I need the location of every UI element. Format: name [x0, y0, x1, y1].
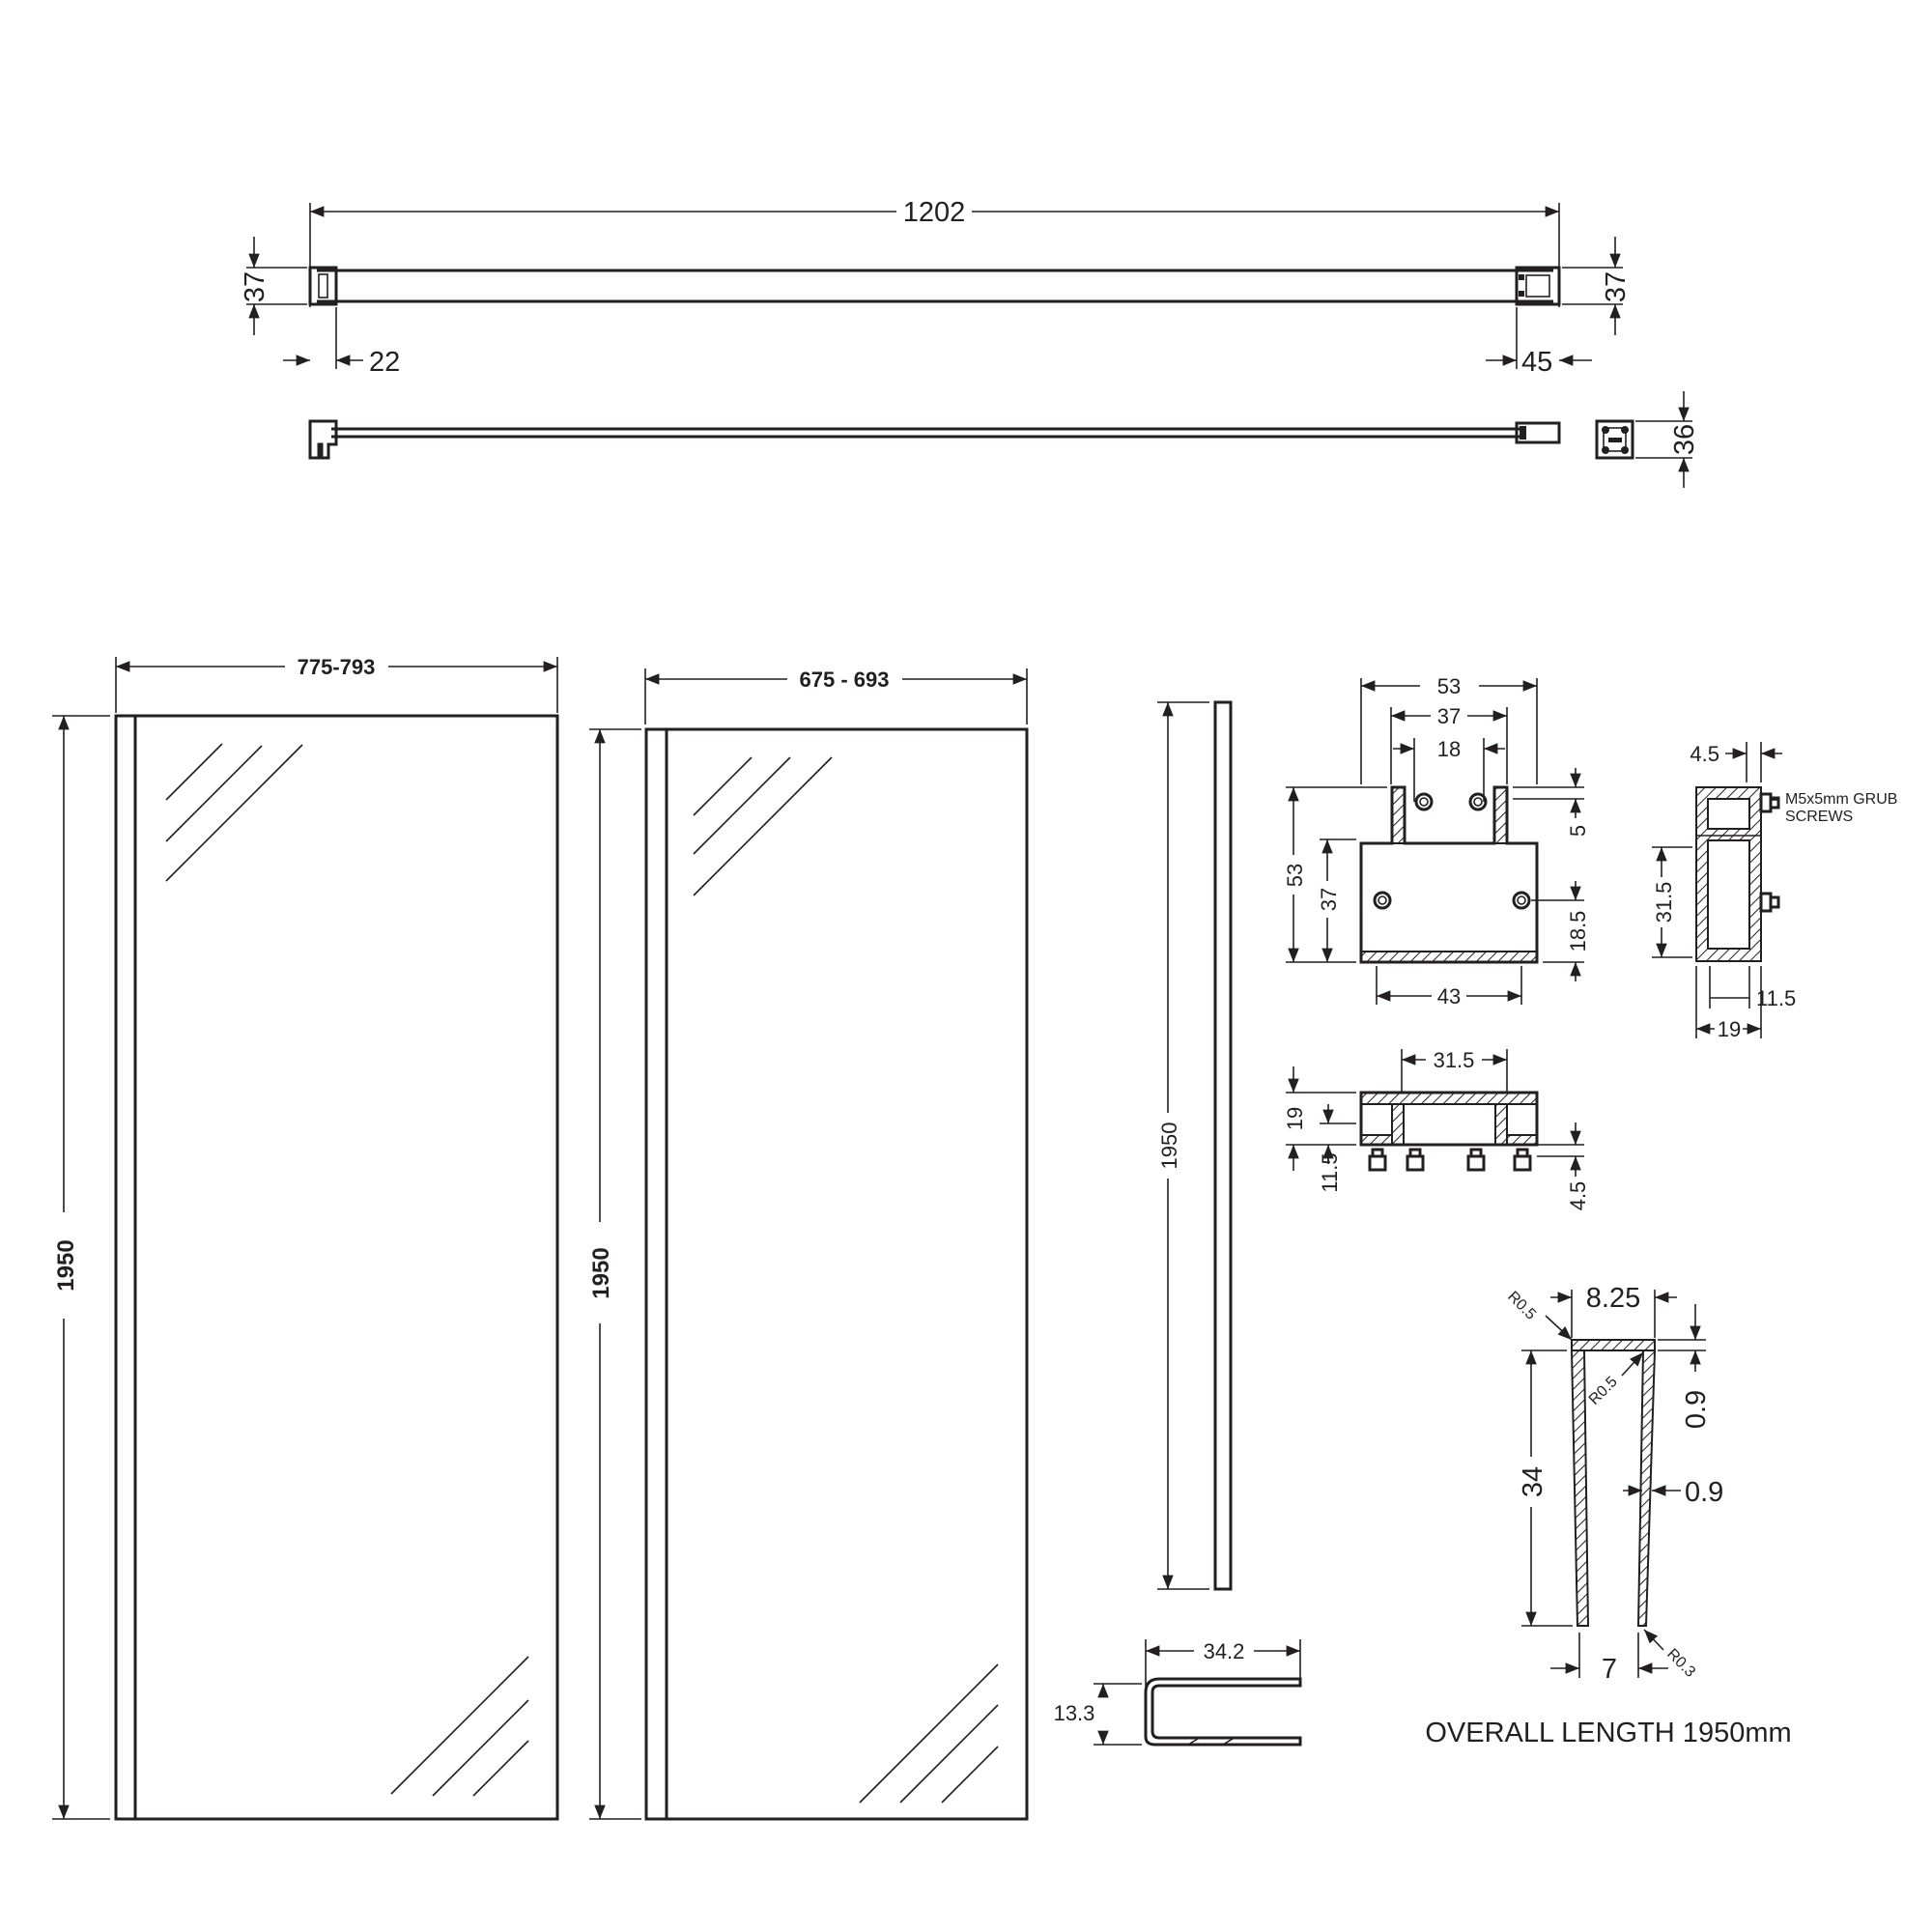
bracket-bottom-width-label: 31.5: [1434, 1048, 1475, 1072]
bracket-height-53-label: 53: [1283, 864, 1307, 887]
channel-radius-top-left-label: R0.5: [1504, 1289, 1539, 1323]
grub-screw-note-line1: M5x5mm GRUB: [1785, 791, 1897, 808]
rail-side-height-label: 36: [1669, 424, 1700, 455]
grub-screw-note-line2: SCREWS: [1785, 809, 1853, 825]
bracket-width-left-label: 22: [369, 347, 400, 378]
glass-panel-small: 675 - 693 1950: [588, 668, 1029, 1821]
panel-small-height-label: 1950: [588, 1247, 614, 1298]
bracket-width-53-label: 53: [1437, 674, 1461, 698]
bracket-top-wall-label: 5: [1566, 825, 1590, 837]
bracket-side-inner-label: 11.5: [1756, 986, 1796, 1010]
channel-profile-section: 8.25 R0.5 R0.5 0.9 34 0.9 7 R0.3: [1504, 1283, 1723, 1685]
grub-screw-icon: [1368, 1148, 1532, 1172]
channel-bottom-width-label: 7: [1602, 1654, 1617, 1685]
overall-length-note: OVERALL LENGTH 1950mm: [1425, 1718, 1791, 1748]
bracket-bottom-height-11-5-label: 11.5: [1318, 1152, 1342, 1192]
rail-end-bracket-left: [308, 266, 338, 306]
wall-profile-elevation: 1950: [1157, 700, 1233, 1591]
top-rail-side-view: 36: [308, 391, 1700, 488]
bracket-side-height-label: 31.5: [1652, 882, 1676, 923]
grub-screw-icon: [1759, 792, 1780, 813]
wall-profile-depth-label: 13.3: [1054, 1701, 1095, 1725]
channel-top-thickness-label: 0.9: [1681, 1390, 1712, 1429]
bracket-width-right-label: 45: [1521, 347, 1552, 378]
rail-height-left-label: 37: [240, 271, 270, 302]
bracket-end-view: [1595, 419, 1634, 460]
bracket-width-37-label: 37: [1437, 704, 1461, 728]
channel-radius-inner-label: R0.5: [1586, 1374, 1621, 1408]
panel-large-height-label: 1950: [53, 1239, 79, 1291]
grub-screw-icon: [1759, 892, 1780, 913]
bracket-bottom-view: 31.5 19 11.5 4.5: [1283, 1048, 1590, 1210]
bracket-hole-spacing-label: 18: [1437, 737, 1461, 761]
panel-large-width-label: 775-793: [298, 655, 376, 679]
channel-wall-thickness-label: 0.9: [1685, 1477, 1723, 1508]
channel-top-width-label: 8.25: [1586, 1283, 1640, 1314]
wall-profile-height-label: 1950: [1157, 1122, 1181, 1170]
glass-panel-large: 775-793 1950: [52, 655, 559, 1821]
wall-profile-width-label: 34.2: [1204, 1639, 1245, 1663]
bracket-side-width-label: 19: [1718, 1017, 1741, 1041]
rail-length-label: 1202: [903, 197, 966, 228]
bracket-front-view: 53 37 18 53 37: [1283, 674, 1590, 1009]
bracket-lower-hole-label: 18.5: [1566, 911, 1590, 952]
bracket-height-37-label: 37: [1317, 888, 1341, 911]
top-rail-plan-view: 1202 37 37 22 45: [240, 197, 1632, 378]
bracket-side-view: 4.5 M5x5mm GRUB SCREWS 31.5 11.5 19: [1652, 742, 1897, 1041]
bracket-bottom-screw-label: 4.5: [1566, 1181, 1590, 1211]
bracket-base-width-label: 43: [1437, 984, 1461, 1009]
bracket-bottom-height-19-label: 19: [1283, 1107, 1307, 1130]
wall-profile-section: 34.2 13.3: [1054, 1639, 1302, 1747]
channel-radius-bottom-label: R0.3: [1663, 1646, 1698, 1681]
panel-small-width-label: 675 - 693: [800, 668, 890, 692]
channel-height-label: 34: [1518, 1466, 1548, 1497]
rail-end-bracket-right: [1515, 266, 1561, 306]
bracket-side-wall-label: 4.5: [1690, 742, 1719, 766]
rail-height-right-label: 37: [1601, 271, 1632, 302]
